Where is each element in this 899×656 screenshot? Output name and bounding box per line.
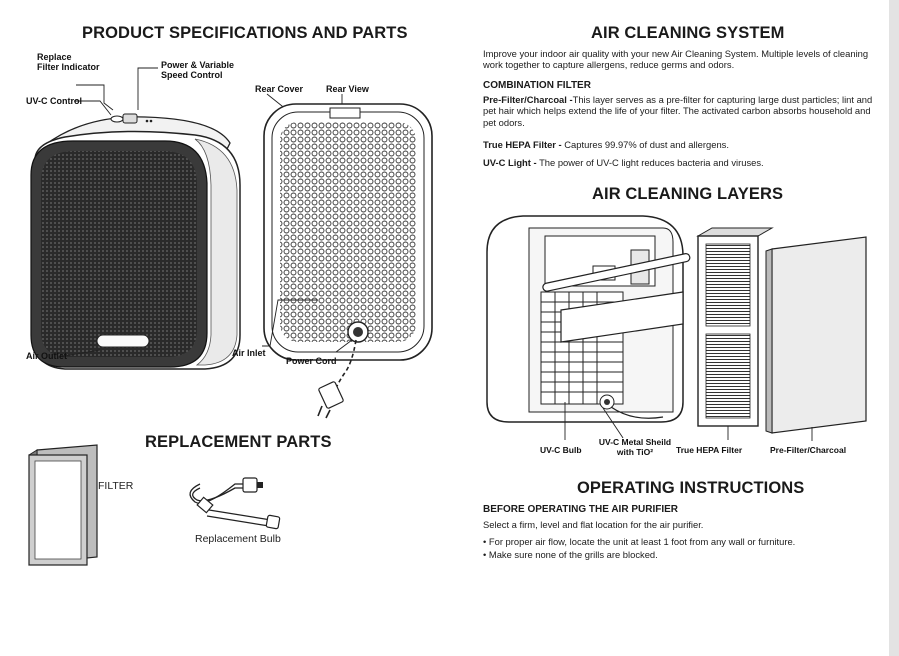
replacement-bulb-label: Replacement Bulb [195, 533, 281, 545]
replacement-bulb-illustration [189, 477, 281, 530]
combination-filter-title: COMBINATION FILTER [483, 80, 591, 91]
prefilter-paragraph: Pre-Filter/Charcoal -This layer serves a… [483, 94, 885, 128]
uvc-term: UV-C Light - [483, 157, 537, 168]
label-replace-filter-indicator: Replace Filter Indicator [37, 52, 100, 72]
label-air-inlet: Air Inlet [232, 348, 266, 358]
rear-callout-lines [262, 299, 353, 353]
page-edge-divider [889, 0, 899, 656]
intro-paragraph: Improve your indoor air quality with you… [483, 48, 869, 71]
bullet-item: • For proper air flow, locate the unit a… [483, 536, 796, 547]
label-power-speed-control: Power & Variable Speed Control [161, 60, 235, 80]
purifier-rear-illustration [263, 93, 433, 419]
label-true-hepa-filter: True HEPA Filter [676, 445, 743, 455]
hepa-text: Captures 99.97% of dust and allergens. [561, 139, 729, 150]
label-uvc-control: UV-C Control [26, 96, 82, 106]
label-rear-cover: Rear Cover [255, 84, 304, 94]
air-cleaning-system-title: AIR CLEANING SYSTEM [591, 24, 785, 42]
label-air-outlet: Air Outlet [26, 351, 68, 361]
label-uvc-metal-shield: UV-C Metal Sheild with TiO² [598, 437, 672, 457]
bullet-item: • Make sure none of the grills are block… [483, 549, 658, 560]
label-prefilter-charcoal: Pre-Filter/Charcoal [770, 445, 847, 455]
uvc-text: The power of UV-C light reduces bacteria… [536, 157, 764, 168]
label-rear-view: Rear View [326, 84, 369, 94]
uvc-paragraph: UV-C Light - The power of UV-C light red… [483, 157, 885, 168]
prefilter-panel-illustration [765, 236, 867, 441]
replacement-parts-title: REPLACEMENT PARTS [145, 433, 332, 451]
hepa-paragraph: True HEPA Filter - Captures 99.97% of du… [483, 139, 885, 150]
hepa-term: True HEPA Filter - [483, 139, 562, 150]
operating-instructions-title: OPERATING INSTRUCTIONS [577, 479, 805, 497]
before-operating-title: BEFORE OPERATING THE AIR PURIFIER [483, 504, 679, 515]
hepa-filter-illustration [696, 227, 774, 440]
filter-label: FILTER [98, 480, 134, 492]
prefilter-term: Pre-Filter/Charcoal - [483, 94, 573, 105]
filter-illustration [28, 444, 98, 566]
prefilter-text: This layer serves as a pre-filter for ca… [483, 94, 873, 128]
purifier-interior-illustration [486, 215, 691, 440]
front-callout-lines [63, 67, 158, 357]
air-cleaning-layers-title: AIR CLEANING LAYERS [592, 185, 784, 203]
product-specs-title: PRODUCT SPECIFICATIONS AND PARTS [82, 24, 408, 42]
before-intro: Select a firm, level and flat location f… [483, 519, 704, 530]
purifier-front-illustration [30, 113, 241, 370]
label-uvc-bulb: UV-C Bulb [540, 445, 582, 455]
label-power-cord: Power Cord [286, 356, 337, 366]
